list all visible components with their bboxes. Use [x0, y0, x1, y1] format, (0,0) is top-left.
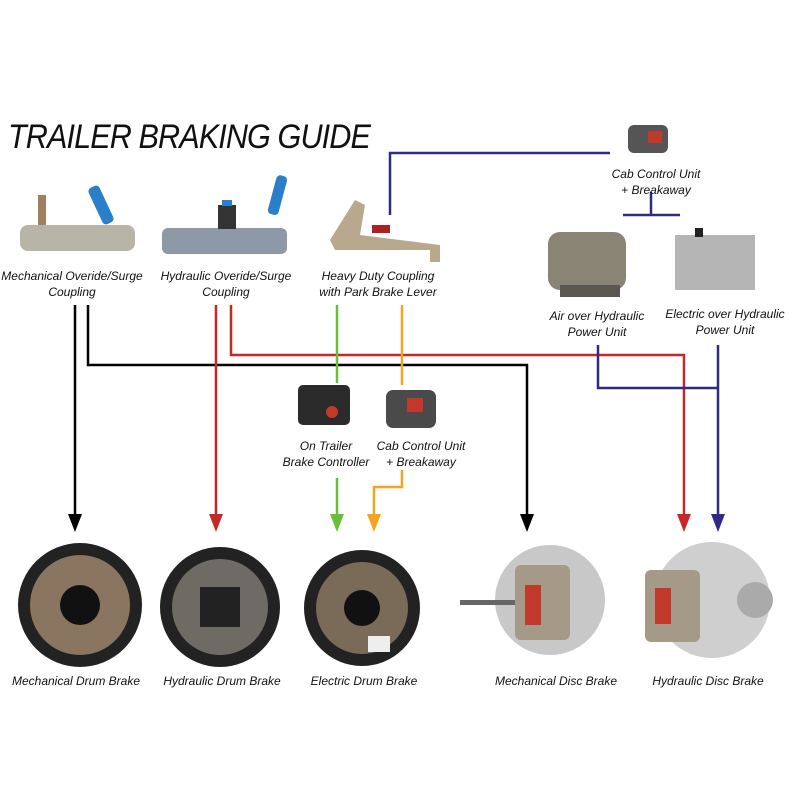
- line-cab-split: [623, 192, 680, 217]
- cab-control-mid-image: [386, 390, 436, 428]
- mechanical-drum-brake-image: [18, 543, 142, 667]
- label-line2: Coupling: [202, 285, 250, 299]
- hydraulic-disc-brake-label: Hydraulic Disc Brake: [652, 674, 764, 688]
- mechanical-coupling-image: [20, 185, 135, 251]
- cab-control-top-image: [628, 125, 668, 153]
- label-line2: + Breakaway: [621, 183, 691, 197]
- label-line1: Cab Control Unit: [611, 167, 701, 181]
- arrow-hyd-disc: [677, 514, 691, 532]
- label-line1: Heavy Duty Coupling: [321, 269, 435, 283]
- label-line2: with Park Brake Lever: [319, 285, 437, 299]
- arrowheads: [68, 514, 725, 532]
- page-title: TRAILER BRAKING GUIDE: [8, 118, 371, 156]
- cab-control-mid-label: Cab Control Unit + Breakaway: [377, 438, 466, 470]
- label-line1: Mechanical Overide/Surge: [1, 269, 143, 283]
- label-line2: + Breakaway: [386, 455, 456, 469]
- arrow-elec-drum-green: [330, 514, 344, 532]
- hydraulic-coupling-image: [162, 175, 288, 254]
- electric-drum-brake-image: [304, 550, 420, 666]
- line-air-power: [596, 345, 718, 390]
- hydraulic-drum-brake-label: Hydraulic Drum Brake: [163, 674, 281, 688]
- hydraulic-disc-brake-image: [645, 542, 773, 658]
- label-line2: Power Unit: [567, 325, 627, 339]
- arrow-mech-disc: [520, 514, 534, 532]
- electric-drum-brake-label: Electric Drum Brake: [310, 674, 418, 688]
- label-line1: Hydraulic Overide/Surge: [160, 269, 292, 283]
- brake-images: [18, 542, 773, 667]
- heavy-duty-coupling-image: [330, 200, 440, 262]
- mechanical-disc-brake-label: Mechanical Disc Brake: [494, 674, 618, 688]
- air-power-unit-image: [548, 232, 626, 297]
- arrow-mech-drum: [68, 514, 82, 532]
- arrow-hyd-drum: [209, 514, 223, 532]
- label-line1: Air over Hydraulic: [549, 309, 645, 323]
- label-line1: On Trailer: [299, 439, 353, 453]
- label-line1: Cab Control Unit: [376, 439, 466, 453]
- electric-power-unit-image: [675, 228, 755, 290]
- line-orange-bottom: [372, 470, 404, 518]
- arrow-hyd-disc-blue: [711, 514, 725, 532]
- line-mech-disc: [86, 305, 529, 518]
- cab-control-top-label: Cab Control Unit + Breakaway: [612, 166, 701, 198]
- label-line2: Power Unit: [695, 323, 755, 337]
- heavy-duty-coupling-label: Heavy Duty Coupling with Park Brake Lever: [319, 268, 436, 300]
- label-line2: Brake Controller: [282, 455, 370, 469]
- mechanical-drum-brake-label: Mechanical Drum Brake: [11, 674, 141, 688]
- hydraulic-drum-brake-image: [160, 547, 280, 667]
- line-cab-top: [388, 151, 610, 215]
- mechanical-disc-brake-image: [460, 545, 605, 655]
- arrow-elec-drum-orange: [367, 514, 381, 532]
- on-trailer-controller-image: [298, 385, 350, 425]
- label-line1: Electric over Hydraulic: [665, 307, 785, 321]
- line-hyd-disc: [229, 305, 686, 518]
- label-line2: Coupling: [48, 285, 96, 299]
